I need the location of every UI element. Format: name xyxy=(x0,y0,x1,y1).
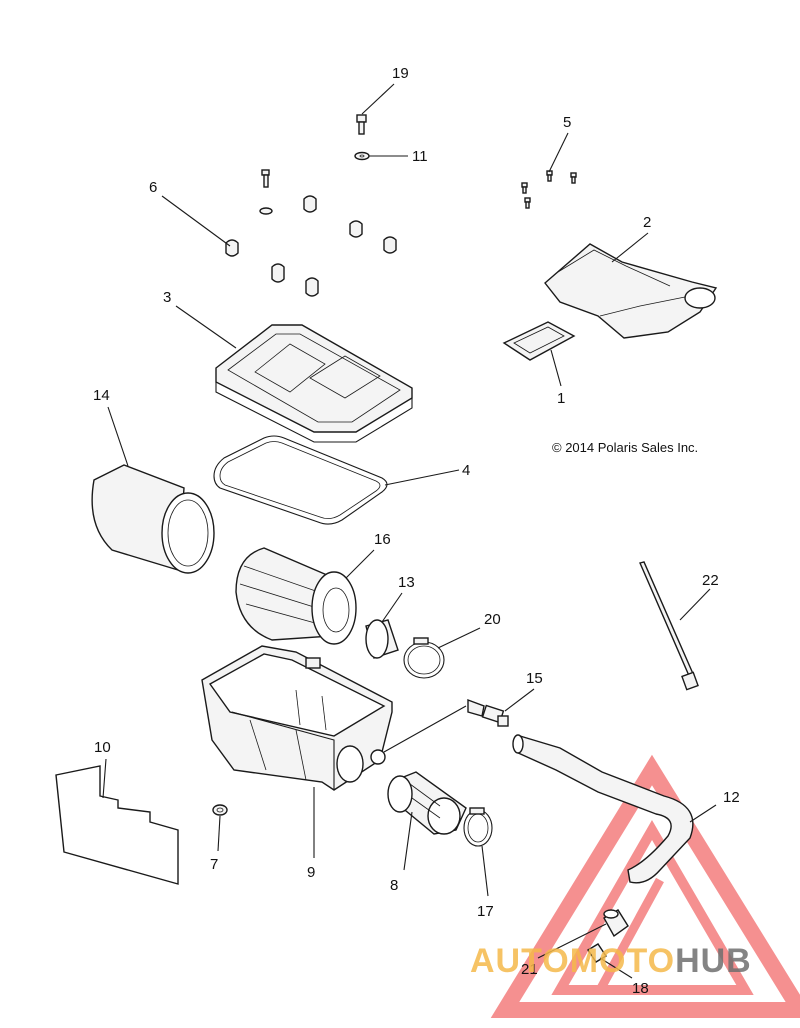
callout-4: 4 xyxy=(462,462,470,479)
callout-21: 21 xyxy=(521,961,538,978)
callout-20: 20 xyxy=(484,611,501,628)
callout-13: 13 xyxy=(398,574,415,591)
leader-lines xyxy=(102,83,717,979)
watermark-logo-text: AUTOMOTOHUB xyxy=(470,942,752,980)
callout-18: 18 xyxy=(632,980,649,997)
callout-17: 17 xyxy=(477,903,494,920)
part-14-prefilter[interactable] xyxy=(91,464,215,574)
callout-12: 12 xyxy=(723,789,740,806)
part-4-gasket[interactable] xyxy=(213,435,388,525)
part-16-air-filter[interactable] xyxy=(235,547,357,645)
watermark-text-part2: HUB xyxy=(675,942,752,980)
callout-11: 11 xyxy=(412,148,428,165)
part-7-grommet[interactable] xyxy=(212,804,228,816)
callout-1: 1 xyxy=(557,390,565,407)
triangle-logo-icon xyxy=(490,754,800,1018)
part-8-intake-boot[interactable] xyxy=(387,771,467,835)
part-13-coupler[interactable] xyxy=(365,619,399,659)
callout-19: 19 xyxy=(392,65,409,82)
callout-14: 14 xyxy=(93,387,110,404)
callout-6: 6 xyxy=(149,179,157,196)
part-6-clips[interactable] xyxy=(225,169,397,297)
part-3-airbox-cover[interactable] xyxy=(215,324,413,443)
callout-5: 5 xyxy=(563,114,571,131)
callout-labels: 19 11 5 6 2 3 1 4 14 16 13 20 15 22 10 1… xyxy=(93,65,740,997)
part-21-sleeve[interactable] xyxy=(603,909,629,938)
part-18-cap[interactable] xyxy=(587,943,607,963)
part-15-fitting[interactable] xyxy=(467,698,509,727)
callout-10: 10 xyxy=(94,739,111,756)
part-17-clamp[interactable] xyxy=(463,807,493,847)
callout-15: 15 xyxy=(526,670,543,687)
part-9-airbox[interactable] xyxy=(201,645,393,791)
watermark-text-part1: AUTOMOTO xyxy=(470,942,675,980)
callout-8: 8 xyxy=(390,877,398,894)
part-19-bolt[interactable] xyxy=(356,114,367,135)
part-5-screws[interactable] xyxy=(521,170,577,209)
part-1-seal[interactable] xyxy=(502,321,576,361)
part-20-clamp[interactable] xyxy=(403,637,445,679)
callout-2: 2 xyxy=(643,214,651,231)
copyright-text: © 2014 Polaris Sales Inc. xyxy=(552,440,698,455)
callout-7: 7 xyxy=(210,856,218,873)
callout-16: 16 xyxy=(374,531,391,548)
callout-22: 22 xyxy=(702,572,719,589)
part-2-inlet-duct[interactable] xyxy=(544,243,718,339)
part-10-panel[interactable] xyxy=(55,765,179,885)
callout-3: 3 xyxy=(163,289,171,306)
part-11-washer[interactable] xyxy=(354,151,370,161)
part-22-cable-tie[interactable] xyxy=(639,561,699,691)
callout-9: 9 xyxy=(307,864,315,881)
part-12-hose[interactable] xyxy=(512,734,694,884)
